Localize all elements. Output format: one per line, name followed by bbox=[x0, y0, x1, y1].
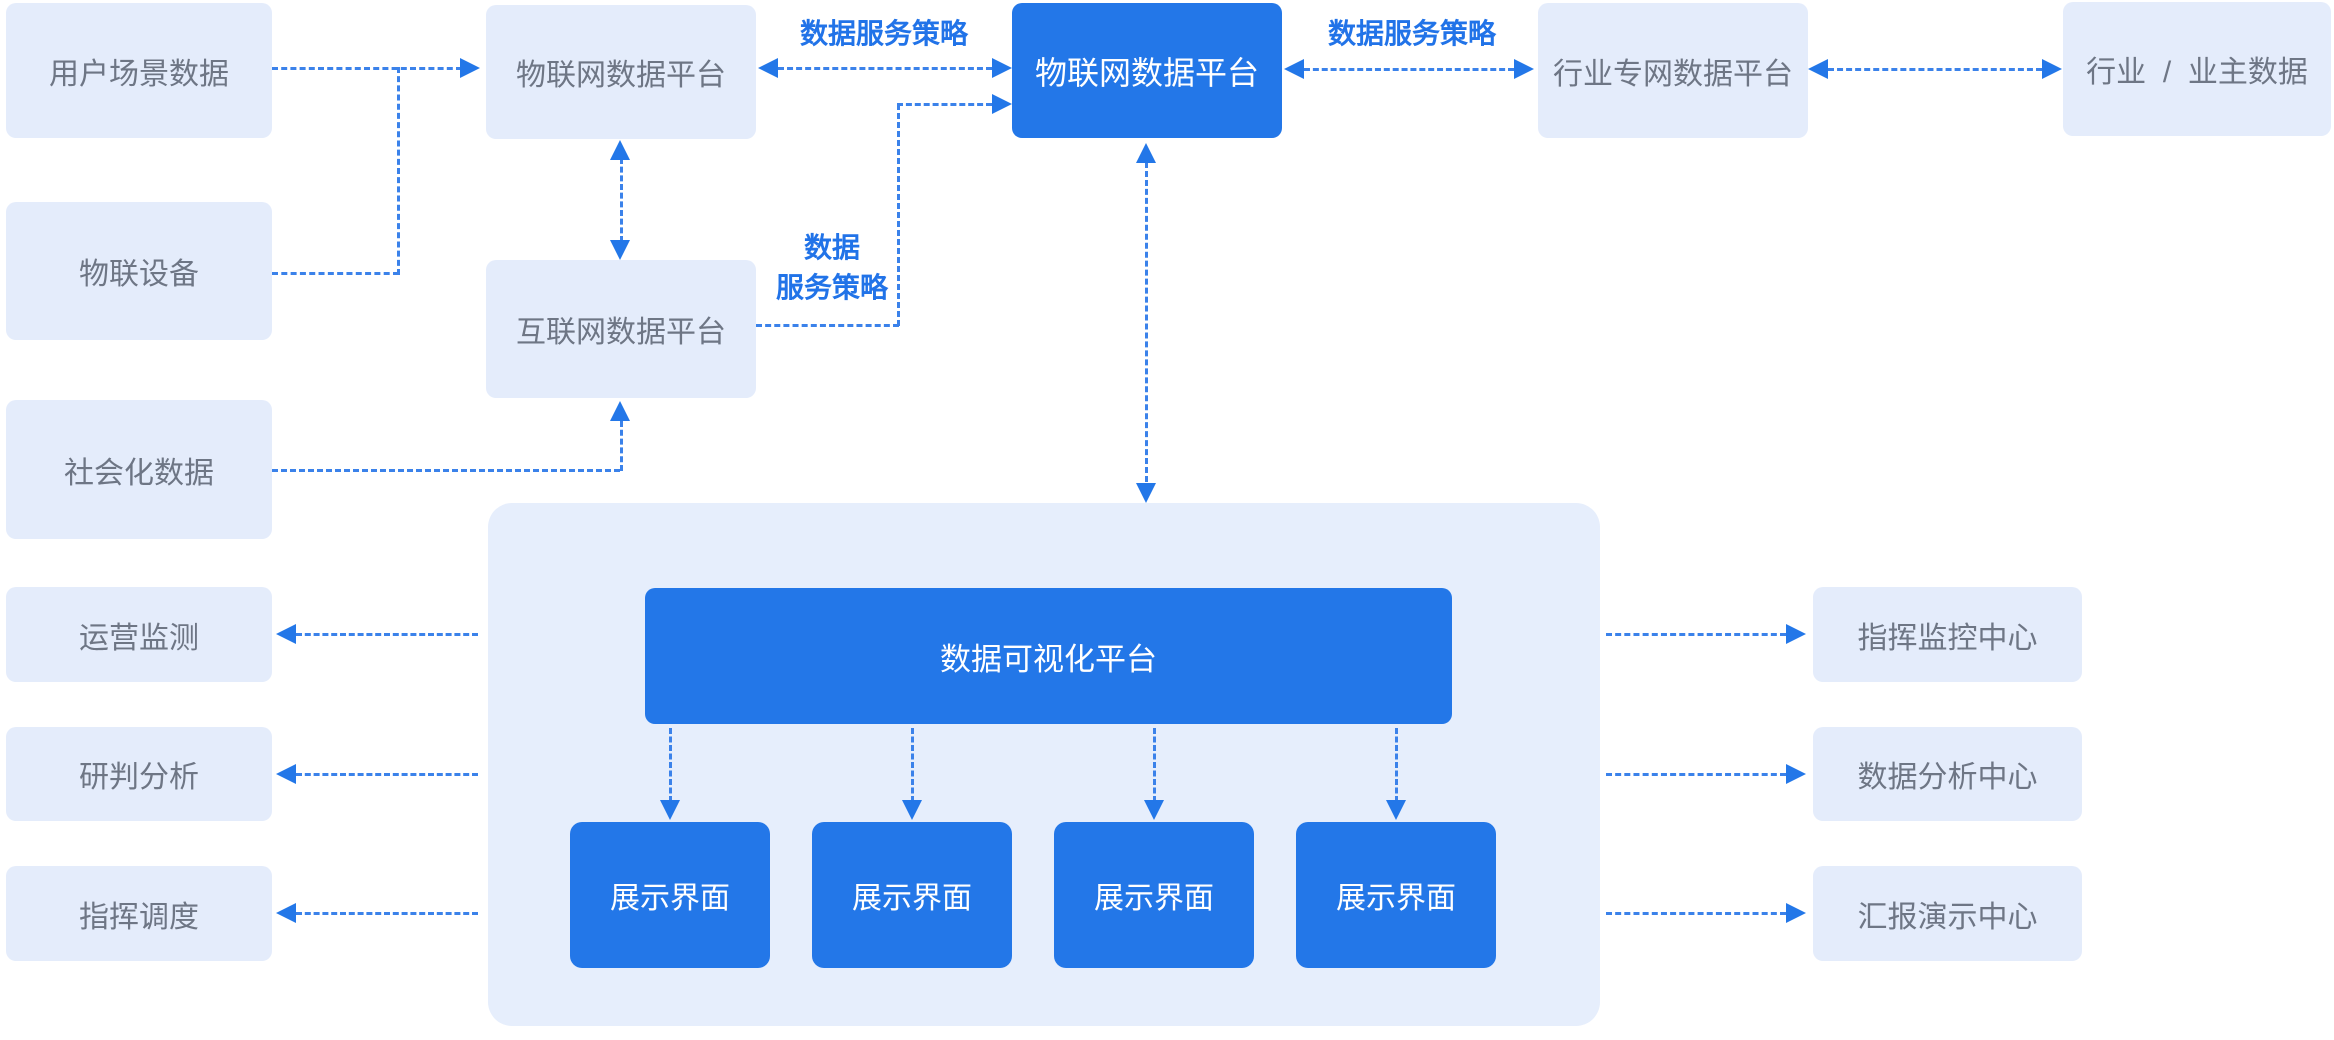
node-label: 指挥监控中心 bbox=[1857, 621, 2038, 655]
node-research-analysis: 研判分析 bbox=[6, 727, 272, 821]
edge-bar-screen-3 bbox=[1153, 728, 1156, 802]
node-display-screen-1: 展示界面 bbox=[570, 822, 770, 968]
node-iot-devices: 物联设备 bbox=[6, 202, 272, 340]
edge-policy-right bbox=[1304, 68, 1514, 71]
arrowhead-up-iot-platform bbox=[610, 140, 630, 160]
node-label: 物联网数据平台 bbox=[516, 59, 726, 92]
node-data-visualization-platform: 数据可视化平台 bbox=[645, 588, 1452, 724]
arrowhead-into-screen-4 bbox=[1386, 800, 1406, 820]
edge-bar-screen-4 bbox=[1395, 728, 1398, 802]
node-label: 数据可视化平台 bbox=[940, 641, 1157, 677]
edge-industry-owner bbox=[1828, 68, 2042, 71]
edge-social-data-vertical bbox=[620, 421, 623, 471]
node-label: 社会化数据 bbox=[64, 456, 214, 490]
arrowhead-into-industry-private bbox=[1514, 59, 1534, 79]
edge-internet-policy-vertical bbox=[897, 104, 900, 326]
edge-label-data-service-policy-right: 数据服务策略 bbox=[1327, 18, 1496, 49]
arrowhead-into-research-analysis bbox=[276, 764, 296, 784]
arrowhead-into-screen-2 bbox=[902, 800, 922, 820]
edge-to-operation-monitoring bbox=[296, 633, 478, 636]
arrowhead-into-iot-platform bbox=[460, 58, 480, 78]
node-display-screen-3: 展示界面 bbox=[1054, 822, 1254, 968]
edge-to-report-presentation-center bbox=[1606, 912, 1786, 915]
edge-to-data-analysis-center bbox=[1606, 773, 1786, 776]
edge-merge-vertical bbox=[397, 67, 400, 275]
node-label: 用户场景数据 bbox=[49, 57, 229, 91]
edge-bar-screen-2 bbox=[911, 728, 914, 802]
arrowhead-into-report-presentation-center bbox=[1786, 903, 1806, 923]
node-label: 物联网数据平台 bbox=[1034, 54, 1259, 91]
node-iot-data-platform-light: 物联网数据平台 bbox=[486, 5, 756, 139]
node-label: 行业专网数据平台 bbox=[1553, 57, 1793, 91]
node-industry-owner-data: 行业 / 业主数据 bbox=[2063, 2, 2331, 136]
node-command-monitoring-center: 指挥监控中心 bbox=[1813, 587, 2082, 682]
node-display-screen-2: 展示界面 bbox=[812, 822, 1012, 968]
node-command-dispatch: 指挥调度 bbox=[6, 866, 272, 961]
edge-label-data-service-policy-left: 数据服务策略 bbox=[799, 18, 968, 49]
arrowhead-into-command-dispatch bbox=[276, 903, 296, 923]
arrowhead-into-core-right bbox=[1284, 59, 1304, 79]
arrowhead-into-industry-owner bbox=[2042, 59, 2062, 79]
edge-to-command-dispatch bbox=[296, 912, 478, 915]
node-report-presentation-center: 汇报演示中心 bbox=[1813, 866, 2082, 961]
node-label: 互联网数据平台 bbox=[516, 316, 726, 349]
node-display-screen-4: 展示界面 bbox=[1296, 822, 1496, 968]
edge-internet-policy-top bbox=[897, 103, 992, 106]
edge-iot-internet-vertical bbox=[620, 158, 623, 242]
node-label: 展示界面 bbox=[1336, 882, 1456, 915]
arrowhead-into-core-left bbox=[992, 58, 1012, 78]
arrowhead-into-industry-private-right bbox=[1808, 59, 1828, 79]
edge-internet-policy-horizontal bbox=[756, 324, 899, 327]
arrowhead-into-iot-light bbox=[758, 58, 778, 78]
node-label: 展示界面 bbox=[852, 882, 972, 915]
arrowhead-down-internet-platform bbox=[610, 240, 630, 260]
node-label: 指挥调度 bbox=[79, 900, 199, 934]
edge-user-scene-to-iot-platform bbox=[272, 67, 462, 70]
node-internet-data-platform: 互联网数据平台 bbox=[486, 260, 756, 398]
edge-to-command-monitoring-center bbox=[1606, 633, 1786, 636]
node-label: 物联设备 bbox=[79, 258, 199, 291]
node-industry-private-network-platform: 行业专网数据平台 bbox=[1538, 3, 1808, 138]
arrowhead-into-internet-platform bbox=[610, 401, 630, 421]
arrowhead-up-into-core bbox=[1136, 143, 1156, 163]
arrowhead-down-into-container bbox=[1136, 483, 1156, 503]
node-label: 行业 / 业主数据 bbox=[2086, 56, 2308, 89]
edge-label-data-service-policy-internet: 数据 服务策略 bbox=[775, 232, 888, 303]
node-data-analysis-center: 数据分析中心 bbox=[1813, 727, 2082, 821]
edge-social-data-horizontal bbox=[272, 469, 620, 472]
arrowhead-into-screen-1 bbox=[660, 800, 680, 820]
node-social-data: 社会化数据 bbox=[6, 400, 272, 539]
edge-to-research-analysis bbox=[296, 773, 478, 776]
node-label: 数据分析中心 bbox=[1857, 761, 2038, 794]
arrowhead-into-operation-monitoring bbox=[276, 624, 296, 644]
arrowhead-into-core-lower bbox=[992, 94, 1012, 114]
node-label: 展示界面 bbox=[610, 882, 730, 915]
edge-core-container-vertical bbox=[1145, 162, 1148, 482]
node-iot-data-platform-core: 物联网数据平台 bbox=[1012, 3, 1282, 138]
arrowhead-into-screen-3 bbox=[1144, 800, 1164, 820]
node-label: 展示界面 bbox=[1094, 882, 1214, 915]
node-label: 汇报演示中心 bbox=[1857, 900, 2038, 934]
node-operation-monitoring: 运营监测 bbox=[6, 587, 272, 682]
node-user-scene-data: 用户场景数据 bbox=[6, 3, 272, 138]
edge-policy-left bbox=[778, 67, 992, 70]
arrowhead-into-command-monitoring-center bbox=[1786, 624, 1806, 644]
edge-bar-screen-1 bbox=[669, 728, 672, 802]
edge-iot-devices-horizontal bbox=[272, 272, 399, 275]
node-label: 运营监测 bbox=[79, 621, 199, 655]
arrowhead-into-data-analysis-center bbox=[1786, 764, 1806, 784]
node-label: 研判分析 bbox=[79, 761, 199, 794]
